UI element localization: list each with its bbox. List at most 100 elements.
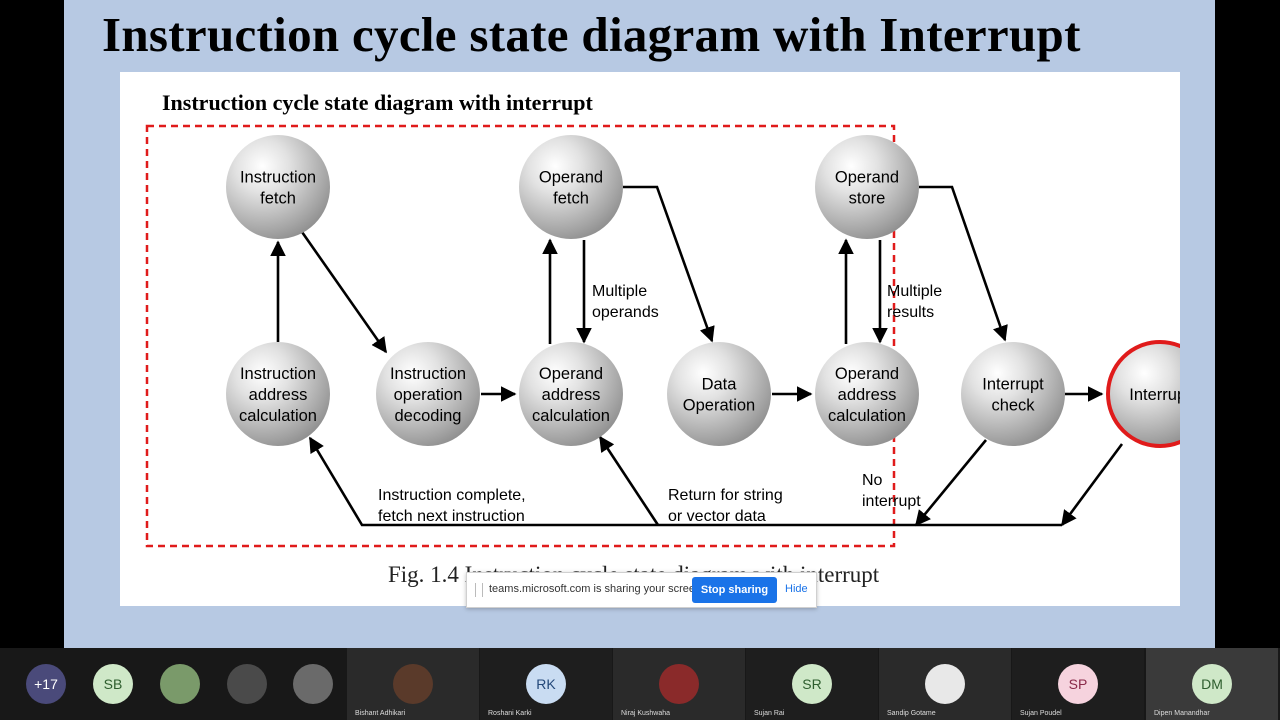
participant-tile[interactable]: Sandip Gotame	[879, 648, 1011, 720]
transition-arrow	[598, 435, 660, 526]
participant-tile[interactable]: Bishant Adhikari	[347, 648, 479, 720]
transition-label: operands	[592, 304, 659, 321]
participant-tile[interactable]: SP Sujan Poudel	[1012, 648, 1144, 720]
transition-label: results	[887, 304, 934, 321]
figure-heading: Instruction cycle state diagram with int…	[162, 90, 593, 115]
participant-avatar: RK	[526, 664, 566, 704]
state-instruction-operation-decoding: Instruction operation decoding	[376, 342, 480, 446]
transition-label: interrupt	[862, 493, 921, 510]
state-label: Instruction	[240, 365, 316, 383]
state-label: calculation	[532, 407, 610, 425]
state-label: calculation	[828, 407, 906, 425]
state-operand-address-calculation-2: Operand address calculation	[815, 342, 919, 446]
state-circle	[226, 342, 330, 446]
transition-arrows	[270, 185, 1124, 527]
state-circle	[815, 342, 919, 446]
state-circle	[519, 342, 623, 446]
participant-avatar	[659, 664, 699, 704]
state-circle	[376, 342, 480, 446]
state-operand-address-calculation-1: Operand address calculation	[519, 342, 623, 446]
state-label: Interrupt	[982, 376, 1044, 394]
state-label: Interrupt	[1129, 386, 1180, 404]
participant-avatar[interactable]	[160, 664, 200, 704]
state-label: check	[991, 397, 1035, 415]
transition-arrow	[308, 436, 1062, 527]
state-label: store	[849, 190, 886, 208]
state-label: Operation	[683, 397, 755, 415]
slide: Instruction cycle state diagram with Int…	[64, 0, 1215, 648]
participant-name: Bishant Adhikari	[355, 710, 406, 717]
state-instruction-address-calculation: Instruction address calculation	[226, 342, 330, 446]
state-label: calculation	[239, 407, 317, 425]
state-label: address	[249, 386, 308, 404]
participant-avatar[interactable]	[293, 664, 333, 704]
transition-labels: Multiple operands Multiple resultsInstructi…	[378, 283, 942, 525]
state-label: address	[838, 386, 897, 404]
participant-tile[interactable]: SR Sujan Rai	[746, 648, 878, 720]
participant-tile[interactable]: DM Dipen Manandhar	[1146, 648, 1278, 720]
dashed-boundary	[145, 124, 896, 548]
drag-handle-icon[interactable]	[475, 583, 483, 597]
transition-label: or vector data	[668, 508, 766, 525]
state-diagram-svg: Instruction cycle state diagram with int…	[145, 90, 1180, 548]
participant-name: Niraj Kushwaha	[621, 710, 671, 717]
state-diagram-figure: Instruction cycle state diagram with int…	[120, 72, 1180, 606]
state-label: Instruction	[240, 169, 316, 187]
transition-arrow	[1060, 443, 1124, 527]
transition-label: Instruction complete,	[378, 487, 526, 504]
state-circle	[519, 135, 623, 239]
transition-label: No	[862, 472, 883, 489]
transition-label: Multiple	[887, 283, 942, 300]
transition-label: Multiple	[592, 283, 647, 300]
participant-name: Sandip Gotame	[887, 710, 936, 717]
state-label: fetch	[260, 190, 296, 208]
participant-name: Sujan Rai	[754, 710, 785, 717]
participant-name: Roshani Karki	[488, 710, 532, 717]
transition-arrow	[919, 185, 1008, 342]
participant-avatar	[925, 664, 965, 704]
participant-name: Dipen Manandhar	[1154, 710, 1210, 717]
transition-arrow	[914, 439, 988, 527]
transition-arrow	[623, 185, 715, 343]
screen-share-banner: teams.microsoft.com is sharing your scre…	[466, 572, 817, 608]
state-label: Data	[702, 376, 738, 394]
state-nodes: InstructionfetchOperandfetchOperandstore…	[226, 135, 1180, 448]
state-interrupt-check: Interrupt check	[961, 342, 1065, 446]
state-operand-store: Operand store	[815, 135, 919, 239]
state-label: address	[542, 386, 601, 404]
state-circle	[1106, 340, 1180, 448]
state-label: decoding	[395, 407, 462, 425]
state-label: Operand	[539, 169, 603, 187]
state-instruction-fetch: Instruction fetch	[226, 135, 330, 239]
participant-avatar	[393, 664, 433, 704]
participant-tile[interactable]: Niraj Kushwaha	[613, 648, 745, 720]
state-interrupt: Interrupt	[1106, 340, 1180, 448]
state-label: Operand	[835, 169, 899, 187]
participant-avatar[interactable]: SB	[93, 664, 133, 704]
state-label: operation	[394, 386, 463, 404]
transition-label: fetch next instruction	[378, 508, 525, 525]
state-label: Operand	[539, 365, 603, 383]
participant-avatar[interactable]	[227, 664, 267, 704]
state-label: fetch	[553, 190, 589, 208]
more-participants-button[interactable]: +17	[26, 664, 66, 704]
transition-arrow	[300, 231, 388, 354]
share-message: teams.microsoft.com is sharing your scre…	[489, 583, 705, 595]
state-circle	[667, 342, 771, 446]
state-label: Operand	[835, 365, 899, 383]
participant-tile[interactable]: RK Roshani Karki	[480, 648, 612, 720]
transition-label: Return for string	[668, 487, 783, 504]
state-label: Instruction	[390, 365, 466, 383]
state-circle	[226, 135, 330, 239]
slide-title: Instruction cycle state diagram with Int…	[102, 7, 1081, 62]
state-circle	[961, 342, 1065, 446]
participant-strip: +17 SB Bishant Adhikari RK Roshani Karki…	[0, 648, 1280, 720]
state-operand-fetch: Operand fetch	[519, 135, 623, 239]
participant-avatar: DM	[1192, 664, 1232, 704]
participant-name: Sujan Poudel	[1020, 710, 1062, 717]
participant-avatar: SR	[792, 664, 832, 704]
stop-sharing-button[interactable]: Stop sharing	[692, 577, 777, 603]
state-circle	[815, 135, 919, 239]
participant-avatar: SP	[1058, 664, 1098, 704]
hide-button[interactable]: Hide	[785, 583, 808, 595]
